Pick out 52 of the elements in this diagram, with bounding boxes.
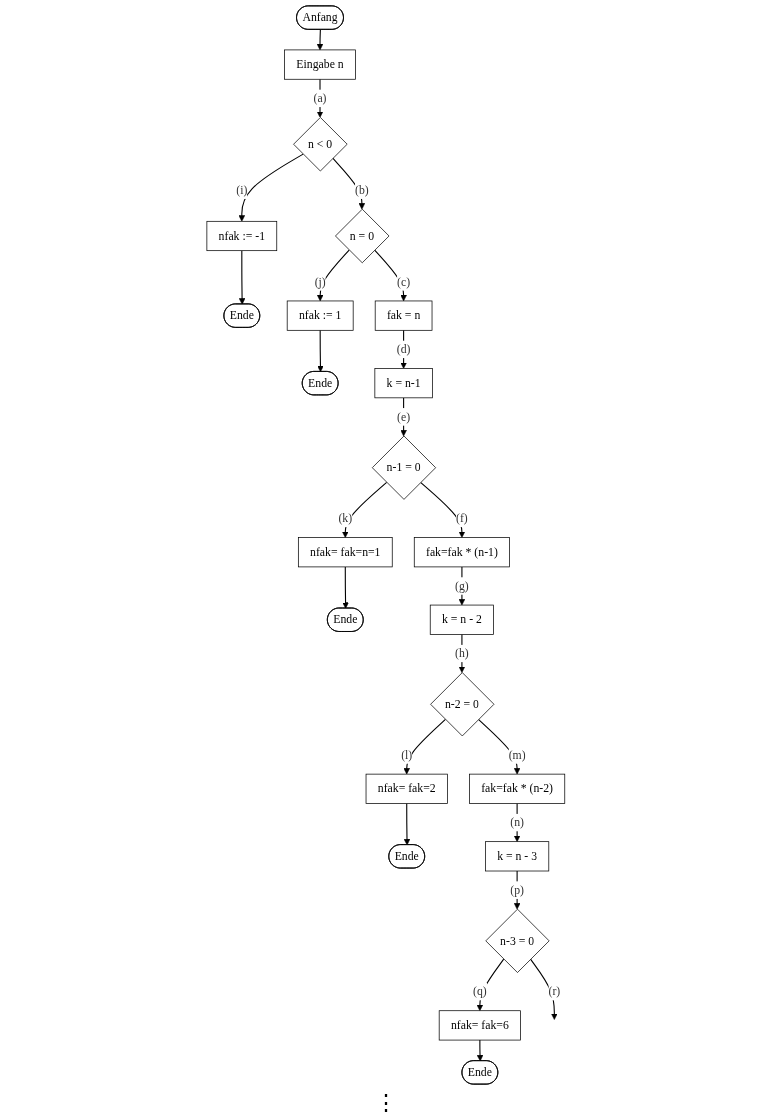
node-diamond: n-3 = 0 bbox=[484, 908, 550, 973]
node-box: nfak := 1 bbox=[286, 300, 354, 331]
edge-label: (e) bbox=[396, 410, 410, 423]
edge-label: (h) bbox=[454, 646, 469, 660]
edge-label: (d) bbox=[396, 342, 410, 356]
edge-label: (l) bbox=[400, 748, 412, 761]
edge-label: (g) bbox=[454, 579, 469, 592]
node-box: fak=fak * (n-1) bbox=[413, 537, 510, 568]
edge-label: (k) bbox=[337, 511, 352, 525]
edge-label: (c) bbox=[396, 275, 410, 288]
node-box: fak = n bbox=[374, 300, 432, 331]
edge-label: (r) bbox=[547, 985, 560, 998]
node-box: nfak= fak=n=1 bbox=[297, 537, 393, 568]
node-box: k = n - 2 bbox=[429, 604, 494, 635]
arrow bbox=[403, 802, 410, 846]
arrow bbox=[373, 249, 407, 302]
arrow bbox=[238, 153, 304, 222]
node-diamond: n-2 = 0 bbox=[429, 672, 494, 737]
node-box: k = n - 3 bbox=[484, 841, 549, 872]
edge-label: (j) bbox=[314, 275, 326, 288]
arrow bbox=[458, 633, 465, 673]
node-box: Eingabe n bbox=[283, 49, 356, 80]
arrow bbox=[477, 718, 520, 775]
node-box: fak=fak * (n-2) bbox=[468, 773, 565, 804]
arrow bbox=[419, 481, 465, 538]
continuation-dots: ⋮ bbox=[374, 1090, 398, 1116]
arrow bbox=[399, 397, 407, 437]
node-box: nfak= fak=6 bbox=[438, 1010, 521, 1041]
edge-label: (n) bbox=[509, 815, 524, 829]
node-diamond: n = 0 bbox=[334, 208, 389, 264]
arrow bbox=[341, 481, 387, 538]
edge-label: (a) bbox=[313, 91, 327, 105]
arrow bbox=[476, 958, 504, 1011]
arrow bbox=[316, 29, 323, 51]
edge-label: (i) bbox=[235, 183, 247, 196]
edge-label: (q) bbox=[472, 985, 487, 998]
arrow bbox=[331, 157, 365, 210]
arrow bbox=[403, 718, 446, 775]
arrow bbox=[341, 566, 349, 609]
arrow bbox=[476, 1039, 483, 1062]
node-box: nfak := -1 bbox=[206, 220, 277, 252]
node-box: nfak= fak=2 bbox=[365, 773, 448, 804]
edge-label: (b) bbox=[354, 183, 369, 196]
arrow bbox=[316, 329, 324, 373]
arrow bbox=[238, 250, 245, 305]
node-diamond: n-1 = 0 bbox=[371, 435, 436, 500]
node-box: k = n-1 bbox=[374, 368, 433, 399]
edge-label: (m) bbox=[508, 748, 526, 761]
edge-label: (p) bbox=[509, 883, 524, 896]
edge-label: (f) bbox=[455, 511, 468, 525]
arrow bbox=[316, 249, 350, 302]
node-diamond: n < 0 bbox=[292, 117, 348, 172]
